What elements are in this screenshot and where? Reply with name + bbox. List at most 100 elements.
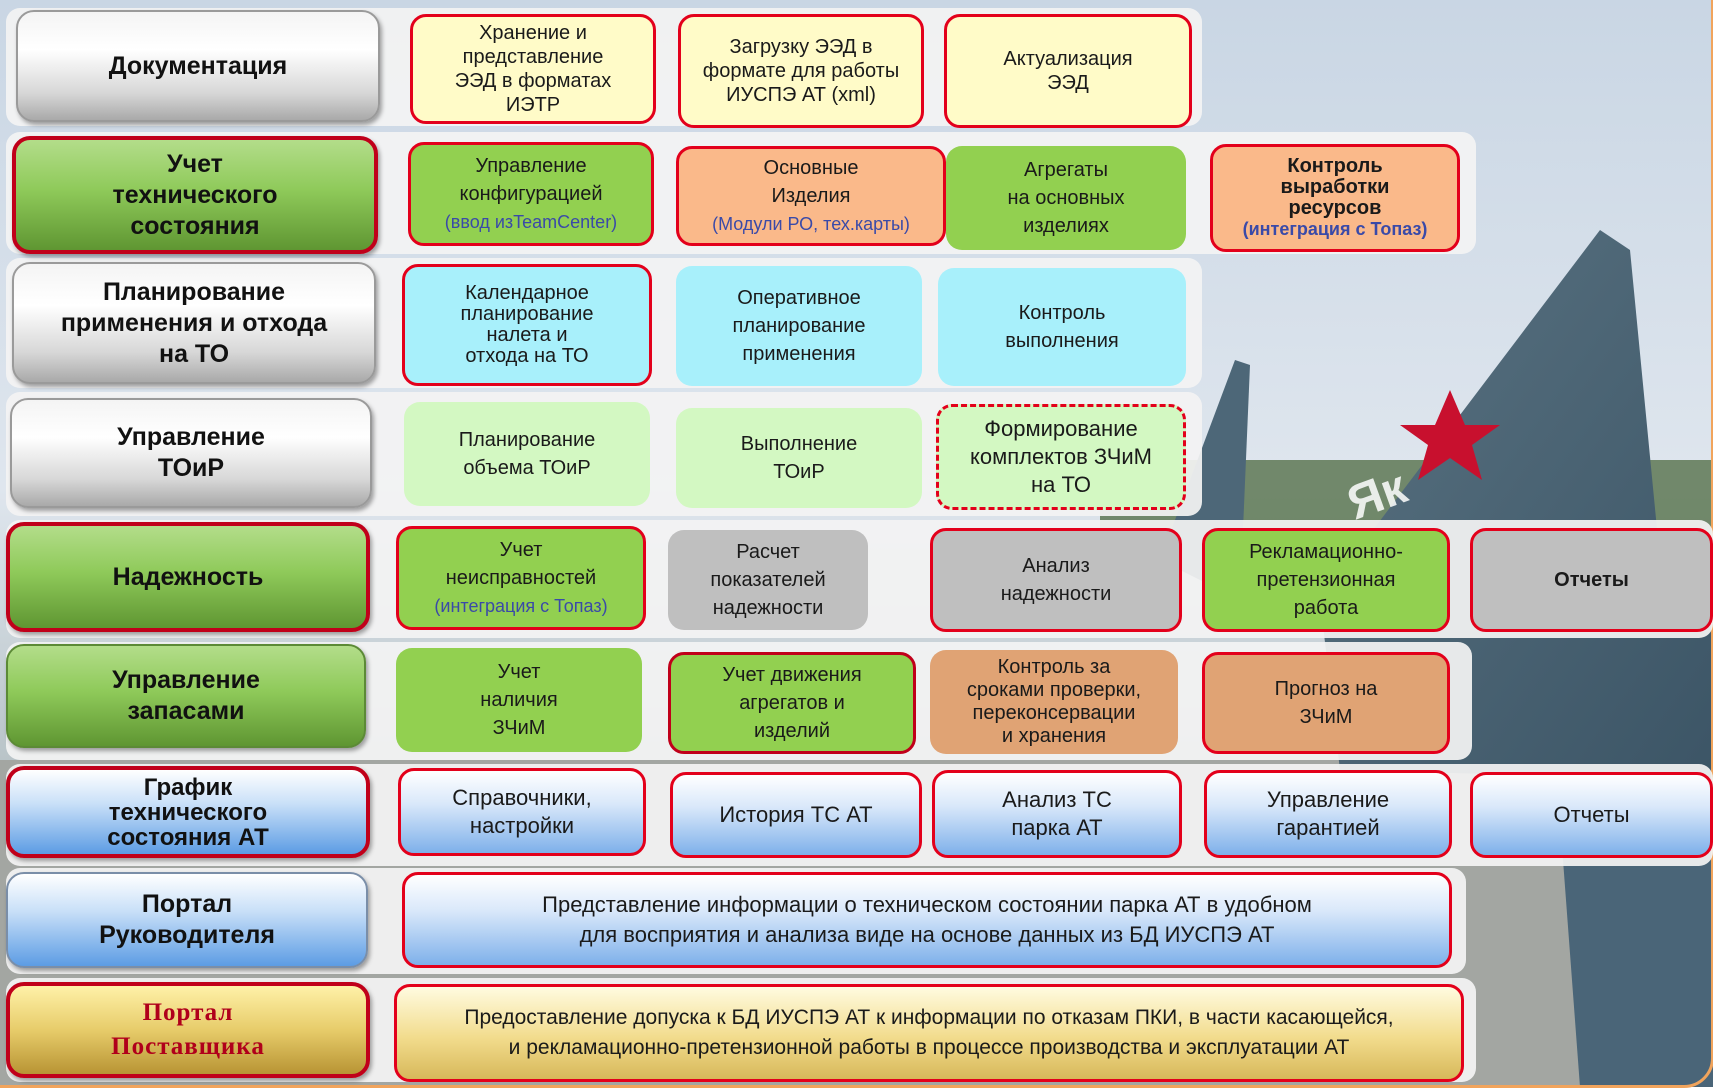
- box-toir-volume-planning: Планирование объема ТОиР: [404, 402, 650, 506]
- box-line: ЭЭД в форматах: [454, 70, 612, 92]
- box-line: представление: [462, 46, 604, 68]
- box-resource-control: Контроль выработки ресурсов (интеграция …: [1210, 144, 1460, 252]
- box-line: парка АТ: [1011, 815, 1103, 840]
- box-line: Анализ: [1022, 555, 1090, 577]
- box-line: на ТО: [1030, 472, 1092, 497]
- box-fleet-analysis: Анализ ТС парка АТ: [932, 770, 1182, 858]
- box-line: претензионная: [1256, 569, 1396, 591]
- box-reliability-indicators: Расчет показателей надежности: [668, 530, 868, 630]
- box-line: Анализ ТС: [1002, 787, 1112, 812]
- header-line: Портал: [141, 890, 233, 918]
- row-header-stock: Управление запасами: [6, 644, 366, 748]
- box-line: настройки: [469, 813, 575, 838]
- box-line: неисправностей: [445, 567, 597, 589]
- box-line: Рекламационно-: [1249, 541, 1403, 563]
- box-line: изделий: [753, 720, 831, 742]
- box-line: Формирование: [984, 416, 1138, 441]
- header-line: Управление: [117, 423, 265, 451]
- row-header-documentation: Документация: [16, 10, 380, 122]
- box-line: работа: [1293, 597, 1359, 619]
- box-line: планирование: [732, 315, 866, 337]
- box-line: ИУСПЭ АТ (xml): [726, 84, 876, 106]
- box-line: История ТС АТ: [719, 802, 873, 827]
- box-line: Оперативное: [737, 287, 861, 309]
- box-toir-execution: Выполнение ТОиР: [676, 408, 922, 508]
- box-line: Управление: [475, 155, 587, 177]
- box-line: конфигурацией: [459, 183, 603, 205]
- box-line: ЭЭД: [1047, 72, 1089, 94]
- header-line: Портал: [142, 999, 234, 1026]
- row-header-planning: Планирование применения и отхода на ТО: [12, 262, 376, 384]
- header-line: Учет: [167, 149, 223, 178]
- box-execution-control: Контроль выполнения: [938, 268, 1186, 386]
- box-line: для восприятия и анализа виде на основе …: [579, 922, 1275, 947]
- box-line: надежности: [1000, 583, 1112, 605]
- box-sub: (интеграция с Топаз): [1242, 219, 1428, 239]
- row-header-tech-state: Учет технического состояния: [12, 136, 378, 254]
- box-line: применения: [742, 343, 856, 365]
- box-fault-accounting: Учет неисправностей (интеграция с Топаз): [396, 526, 646, 630]
- box-line: Агрегаты: [1024, 159, 1108, 181]
- header-text: Документация: [108, 51, 288, 80]
- box-line: Контроль: [1018, 302, 1106, 324]
- header-line: Поставщика: [111, 1033, 265, 1060]
- row-header-manager-portal: Портал Руководителя: [6, 872, 368, 968]
- box-line: и хранения: [1001, 725, 1107, 747]
- box-line: наличия: [480, 689, 558, 711]
- box-reliability-reports: Отчеты: [1470, 528, 1713, 632]
- box-sub: (ввод изTeamCenter): [444, 212, 618, 232]
- header-line: Планирование: [102, 277, 286, 306]
- box-manager-portal-description: Представление информации о техническом с…: [402, 872, 1452, 968]
- box-line: Учет движения: [722, 664, 862, 686]
- box-line: Планирование: [458, 429, 596, 451]
- box-line: на основных: [1007, 187, 1125, 209]
- box-deadline-control: Контроль за сроками проверки, переконсер…: [930, 650, 1178, 754]
- box-line: показателей: [710, 569, 826, 591]
- box-line: ТОиР: [773, 461, 825, 483]
- box-schedule-reports: Отчеты: [1470, 772, 1713, 858]
- box-line: выполнения: [1005, 330, 1119, 352]
- box-eed-storage: Хранение и представление ЭЭД в форматах …: [410, 14, 656, 124]
- box-operative-planning: Оперативное планирование применения: [676, 266, 922, 386]
- header-line: состояния АТ: [107, 823, 269, 851]
- row-header-reliability: Надежность: [6, 522, 370, 632]
- box-line: Отчеты: [1553, 802, 1630, 827]
- row-header-schedule: График технического состояния АТ: [6, 766, 370, 858]
- box-line: Предоставление допуска к БД ИУСПЭ АТ к и…: [464, 1006, 1394, 1029]
- box-line: сроками проверки,: [966, 679, 1142, 701]
- box-line: Изделия: [771, 185, 851, 207]
- box-supplier-portal-description: Предоставление допуска к БД ИУСПЭ АТ к и…: [394, 984, 1464, 1082]
- header-line: на ТО: [158, 339, 230, 368]
- box-line: агрегатов и: [739, 692, 845, 714]
- box-line: планирование: [460, 303, 594, 325]
- box-claims-work: Рекламационно- претензионная работа: [1202, 528, 1450, 632]
- box-line: ЗЧиМ: [492, 717, 546, 739]
- box-aggregates: Агрегаты на основных изделиях: [946, 146, 1186, 250]
- header-line: состояния: [130, 211, 260, 240]
- box-reliability-analysis: Анализ надежности: [930, 528, 1182, 632]
- box-line: Актуализация: [1003, 48, 1133, 70]
- box-line: и рекламационно-претензионной работы в п…: [508, 1036, 1350, 1059]
- box-config-management: Управление конфигурацией (ввод изTeamCen…: [408, 142, 654, 246]
- header-line: Управление: [112, 666, 260, 694]
- box-line: переконсервации: [972, 702, 1136, 724]
- box-line: Отчеты: [1554, 569, 1629, 591]
- box-line: Контроль: [1287, 155, 1383, 177]
- box-line: отхода на ТО: [465, 345, 589, 367]
- box-line: выработки: [1280, 176, 1390, 198]
- box-line: Учет: [497, 661, 541, 683]
- box-line: Управление: [1266, 787, 1390, 812]
- box-line: Контроль за: [997, 656, 1111, 678]
- box-zchim-forecast: Прогноз на ЗЧиМ: [1202, 652, 1450, 754]
- box-line: гарантией: [1276, 815, 1380, 840]
- box-line: Выполнение: [740, 433, 858, 455]
- box-line: Справочники,: [452, 785, 592, 810]
- box-line: Представление информации о техническом с…: [542, 892, 1312, 917]
- box-calendar-planning: Календарное планирование налета и отхода…: [402, 264, 652, 386]
- box-line: комплектов ЗЧиМ: [969, 444, 1153, 469]
- header-text: Надежность: [112, 562, 264, 591]
- box-zchim-sets: Формирование комплектов ЗЧиМ на ТО: [936, 404, 1186, 510]
- box-main-products: Основные Изделия (Модули РО, тех.карты): [676, 146, 946, 246]
- box-line: объема ТОиР: [463, 457, 591, 479]
- header-line: Руководителя: [99, 921, 275, 949]
